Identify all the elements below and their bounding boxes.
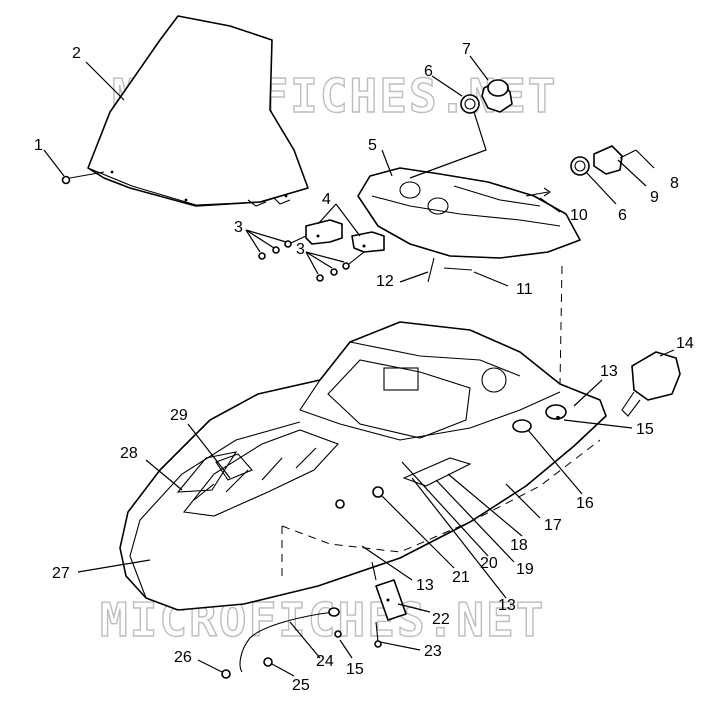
callout-2: 2 — [72, 45, 81, 62]
callout-18: 18 — [510, 537, 528, 554]
callout-15b: 15 — [346, 661, 364, 678]
callout-21: 21 — [452, 569, 470, 586]
callout-24: 24 — [316, 653, 334, 670]
callout-10: 10 — [570, 207, 588, 224]
callout-13b: 13 — [416, 577, 434, 594]
bezel-6-upper — [460, 94, 480, 114]
callout-29: 29 — [170, 407, 188, 424]
plate-22 — [371, 561, 407, 621]
callout-6b: 6 — [618, 207, 627, 224]
fasteners-3-upper — [258, 235, 307, 260]
callout-17: 17 — [544, 517, 562, 534]
gauge-7 — [481, 79, 513, 113]
callout-7: 7 — [462, 41, 471, 58]
gauge-wire — [409, 111, 487, 179]
callout-11: 11 — [516, 281, 533, 298]
bracket-lower — [351, 231, 385, 253]
console — [357, 167, 581, 259]
windshield — [87, 15, 309, 207]
callout-12: 12 — [376, 273, 394, 290]
alignment-line — [559, 265, 563, 385]
screw-1 — [61, 171, 105, 185]
fastener-25 — [263, 657, 273, 667]
callout-3a: 3 — [234, 219, 243, 236]
callout-5: 5 — [368, 137, 377, 154]
hood — [119, 321, 607, 611]
callout-25: 25 — [292, 677, 310, 694]
part-12 — [427, 257, 435, 283]
callout-16: 16 — [576, 495, 594, 512]
callout-23: 23 — [424, 643, 442, 660]
callout-13c: 13 — [498, 597, 516, 614]
leader-lines — [43, 55, 675, 677]
bezel-6-lower — [570, 156, 590, 176]
callout-15a: 15 — [636, 421, 654, 438]
gauge-9 — [593, 145, 637, 175]
callout-labels: 1 2 3 3 4 5 6 6 7 8 9 10 11 12 13 13 13 … — [34, 41, 694, 694]
callout-6a: 6 — [424, 63, 433, 80]
callout-1: 1 — [34, 137, 43, 154]
callout-9: 9 — [650, 189, 659, 206]
callout-3b: 3 — [296, 241, 305, 258]
callout-19: 19 — [516, 561, 534, 578]
part-11 — [443, 267, 473, 271]
part-10 — [525, 187, 551, 197]
callout-4: 4 — [322, 191, 331, 208]
mirror — [621, 351, 681, 417]
callout-26: 26 — [174, 649, 192, 666]
bracket-upper — [305, 219, 343, 245]
fastener-26 — [221, 669, 231, 679]
callout-8: 8 — [670, 175, 679, 192]
callout-22: 22 — [432, 611, 450, 628]
callout-28: 28 — [120, 445, 138, 462]
fasteners-3-lower — [316, 251, 365, 282]
callout-14: 14 — [676, 335, 694, 352]
screw-23 — [374, 621, 382, 648]
cable-24 — [239, 607, 340, 673]
callout-20: 20 — [480, 555, 498, 572]
callout-27: 27 — [52, 565, 70, 582]
fastener-15-lower — [334, 630, 342, 638]
callout-13a: 13 — [600, 363, 618, 380]
